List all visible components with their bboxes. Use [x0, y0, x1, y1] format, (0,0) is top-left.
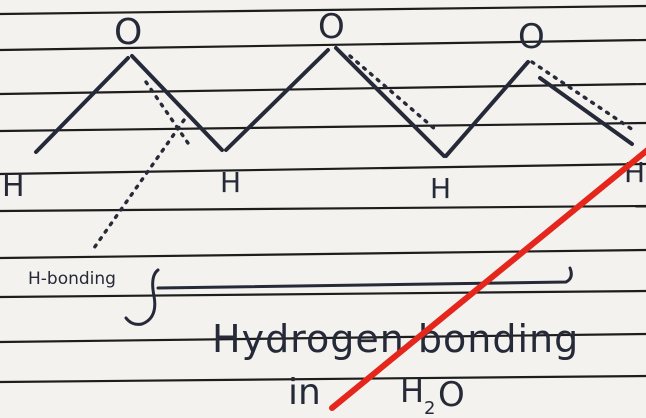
oxygen-atom: O — [318, 7, 345, 47]
rule-line — [0, 374, 646, 384]
h-bonding-brace — [156, 266, 573, 290]
oxygen-atom: O — [518, 17, 545, 57]
hydrogen-bond — [530, 60, 638, 134]
rule-line — [0, 332, 646, 344]
rule-line — [0, 38, 646, 52]
covalent-bond — [224, 48, 330, 152]
hydrogen-bond — [348, 54, 438, 132]
rule-line — [0, 4, 646, 16]
h-bonding-pointer — [92, 118, 186, 250]
hydrogen-atom: H — [430, 172, 451, 205]
rule-line — [0, 204, 646, 213]
covalent-bond — [538, 76, 634, 146]
ruled-lines — [0, 4, 646, 384]
oxygen-atom: O — [114, 12, 142, 53]
covalent-bond — [34, 56, 130, 154]
oxygen-atoms: O O O — [114, 7, 545, 57]
hydrogen-atom: H — [2, 169, 25, 204]
caption-formula-line: in H 2 O — [288, 372, 465, 418]
rule-line — [0, 248, 646, 260]
red-annotation-line — [329, 147, 646, 411]
hydrogen-bond — [144, 80, 192, 148]
h-bonding-label: H-bonding — [28, 269, 116, 289]
rule-line — [0, 162, 646, 176]
hydrogen-bonds — [92, 54, 638, 250]
rule-line — [0, 289, 646, 299]
formula-hydrogen: H — [400, 372, 424, 410]
caption-in-word: in — [288, 372, 321, 413]
hydrogen-atoms: H H H H — [2, 156, 645, 205]
covalent-bond — [444, 60, 530, 158]
rule-line — [0, 121, 646, 133]
formula-subscript: 2 — [424, 398, 435, 418]
hydrogen-atom: H — [220, 166, 241, 199]
covalent-bonds — [34, 46, 634, 158]
rule-line — [0, 82, 646, 96]
covalent-bond — [130, 54, 224, 152]
formula-oxygen: O — [438, 375, 465, 415]
covalent-bond — [334, 46, 446, 158]
h-bonding-bracket — [124, 268, 160, 326]
